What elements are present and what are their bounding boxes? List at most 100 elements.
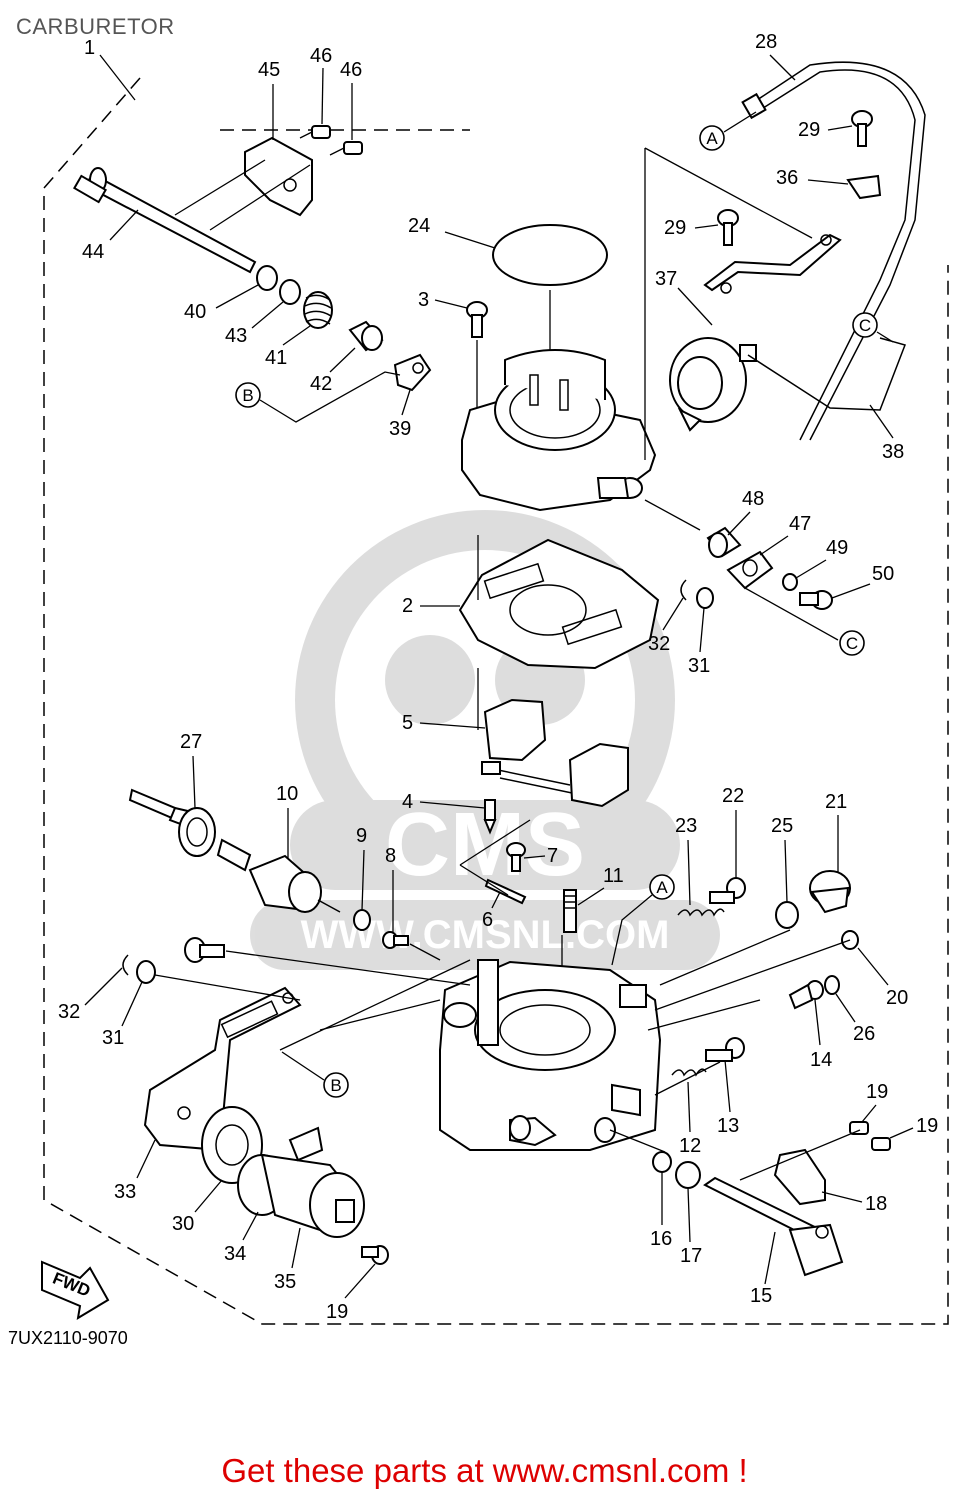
screw-22: [709, 877, 746, 904]
link-rod-38: [747, 337, 906, 411]
choke-diaphragm: [669, 337, 757, 432]
part-label-21: 21: [825, 791, 847, 813]
screw-19c: [361, 1245, 389, 1265]
screw-19b: [871, 1137, 891, 1151]
diagram-code: 7UX2110-9070: [8, 1328, 128, 1348]
adjuster-27: [128, 788, 216, 857]
bolt-left: [184, 937, 225, 963]
throttle-shaft-15: [703, 1176, 844, 1277]
screw-13: [705, 1037, 745, 1062]
part-label-18: 18: [865, 1193, 887, 1215]
part-label-47: 47: [789, 513, 811, 535]
screw-29-top: [851, 110, 873, 147]
part-label-4: 4: [402, 791, 413, 813]
spring-23: [677, 908, 725, 917]
part-label-6: 6: [482, 909, 493, 931]
part-label-2: 2: [402, 595, 413, 617]
o-ring-26: [824, 975, 840, 995]
part-label-14: 14: [810, 1049, 832, 1071]
clip-32-right: [680, 579, 687, 601]
diaphragm-housing-35: [237, 1126, 365, 1238]
svg-text:C: C: [846, 634, 858, 653]
part-label-50: 50: [872, 563, 894, 585]
part-label-37: 37: [655, 268, 677, 290]
carburetor-top-cover: [461, 349, 657, 512]
part-label-19b: 19: [916, 1115, 938, 1137]
screw-14: [788, 980, 824, 1010]
washer-49: [782, 573, 798, 591]
ref-B-top: B: [235, 371, 401, 423]
bracket-36: [846, 174, 882, 200]
washer-31-right: [696, 587, 714, 609]
part-label-7: 7: [547, 845, 558, 867]
part-label-23: 23: [675, 815, 697, 837]
jet-11: [563, 889, 577, 933]
throttle-plate-18: [773, 1148, 826, 1206]
part-label-15: 15: [750, 1285, 772, 1307]
part-label-33: 33: [114, 1181, 136, 1203]
screw-3: [466, 301, 488, 338]
part-label-39: 39: [389, 418, 411, 440]
footer-link[interactable]: Get these parts at www.cmsnl.com !: [221, 1452, 748, 1489]
screw-29: [717, 209, 739, 246]
part-label-32-right: 32: [648, 633, 670, 655]
washer-43: [279, 279, 301, 305]
screw-7: [506, 842, 526, 872]
choke-rod-28: [741, 61, 926, 441]
screw-46b: [329, 141, 363, 156]
part-label-26: 26: [853, 1023, 875, 1045]
part-label-5: 5: [402, 712, 413, 734]
part-label-19a: 19: [866, 1081, 888, 1103]
part-label-29-top: 29: [798, 119, 820, 141]
part-label-9: 9: [356, 825, 367, 847]
clip-39: [393, 353, 432, 392]
part-label-36: 36: [776, 167, 798, 189]
clip-32-left: [122, 954, 129, 976]
svg-text:C: C: [859, 316, 871, 335]
ref-C-bottom: C: [839, 630, 865, 656]
svg-text:B: B: [330, 1076, 341, 1095]
washer-40: [256, 265, 278, 291]
washer-16: [652, 1151, 672, 1173]
part-label-48: 48: [742, 488, 764, 510]
part-label-12: 12: [679, 1135, 701, 1157]
part-label-42: 42: [310, 373, 332, 395]
collar-42: [348, 320, 384, 352]
svg-text:A: A: [706, 129, 718, 148]
part-label-1: 1: [84, 37, 95, 59]
svg-text:A: A: [656, 878, 668, 897]
bolt-50: [799, 590, 833, 610]
throttle-shaft-upper: [73, 167, 257, 274]
part-label-44: 44: [82, 241, 104, 263]
part-label-24: 24: [408, 215, 430, 237]
washer-31-left: [136, 960, 156, 984]
part-label-45: 45: [258, 59, 280, 81]
part-label-46b: 46: [340, 59, 362, 81]
fwd-arrow: FWD: [41, 1260, 110, 1320]
gasket-2: [458, 538, 660, 670]
part-label-30: 30: [172, 1213, 194, 1235]
spring-41: [303, 291, 333, 329]
part-label-20: 20: [886, 987, 908, 1009]
part-label-3: 3: [418, 289, 429, 311]
solenoid-10: [216, 838, 341, 913]
float-5: [481, 698, 629, 808]
washer-25: [775, 901, 799, 929]
carburetor-body: [439, 959, 662, 1151]
part-label-49: 49: [826, 537, 848, 559]
choke-bracket-37: [703, 233, 842, 294]
part-label-22: 22: [722, 785, 744, 807]
screw-19a: [849, 1121, 869, 1135]
part-labels: 1 2 3 4 5 6 7 8 9 10 11 12 13 14 15 16 1…: [58, 31, 938, 1323]
o-ring-24: [492, 224, 608, 286]
part-label-28: 28: [755, 31, 777, 53]
part-label-38: 38: [882, 441, 904, 463]
needle-valve-4: [483, 799, 497, 835]
plate-47: [726, 550, 774, 590]
washer-9: [353, 909, 371, 931]
svg-text:B: B: [242, 386, 253, 405]
bracket-33: [143, 986, 302, 1152]
part-label-10: 10: [276, 783, 298, 805]
part-label-8: 8: [385, 845, 396, 867]
part-label-25: 25: [771, 815, 793, 837]
